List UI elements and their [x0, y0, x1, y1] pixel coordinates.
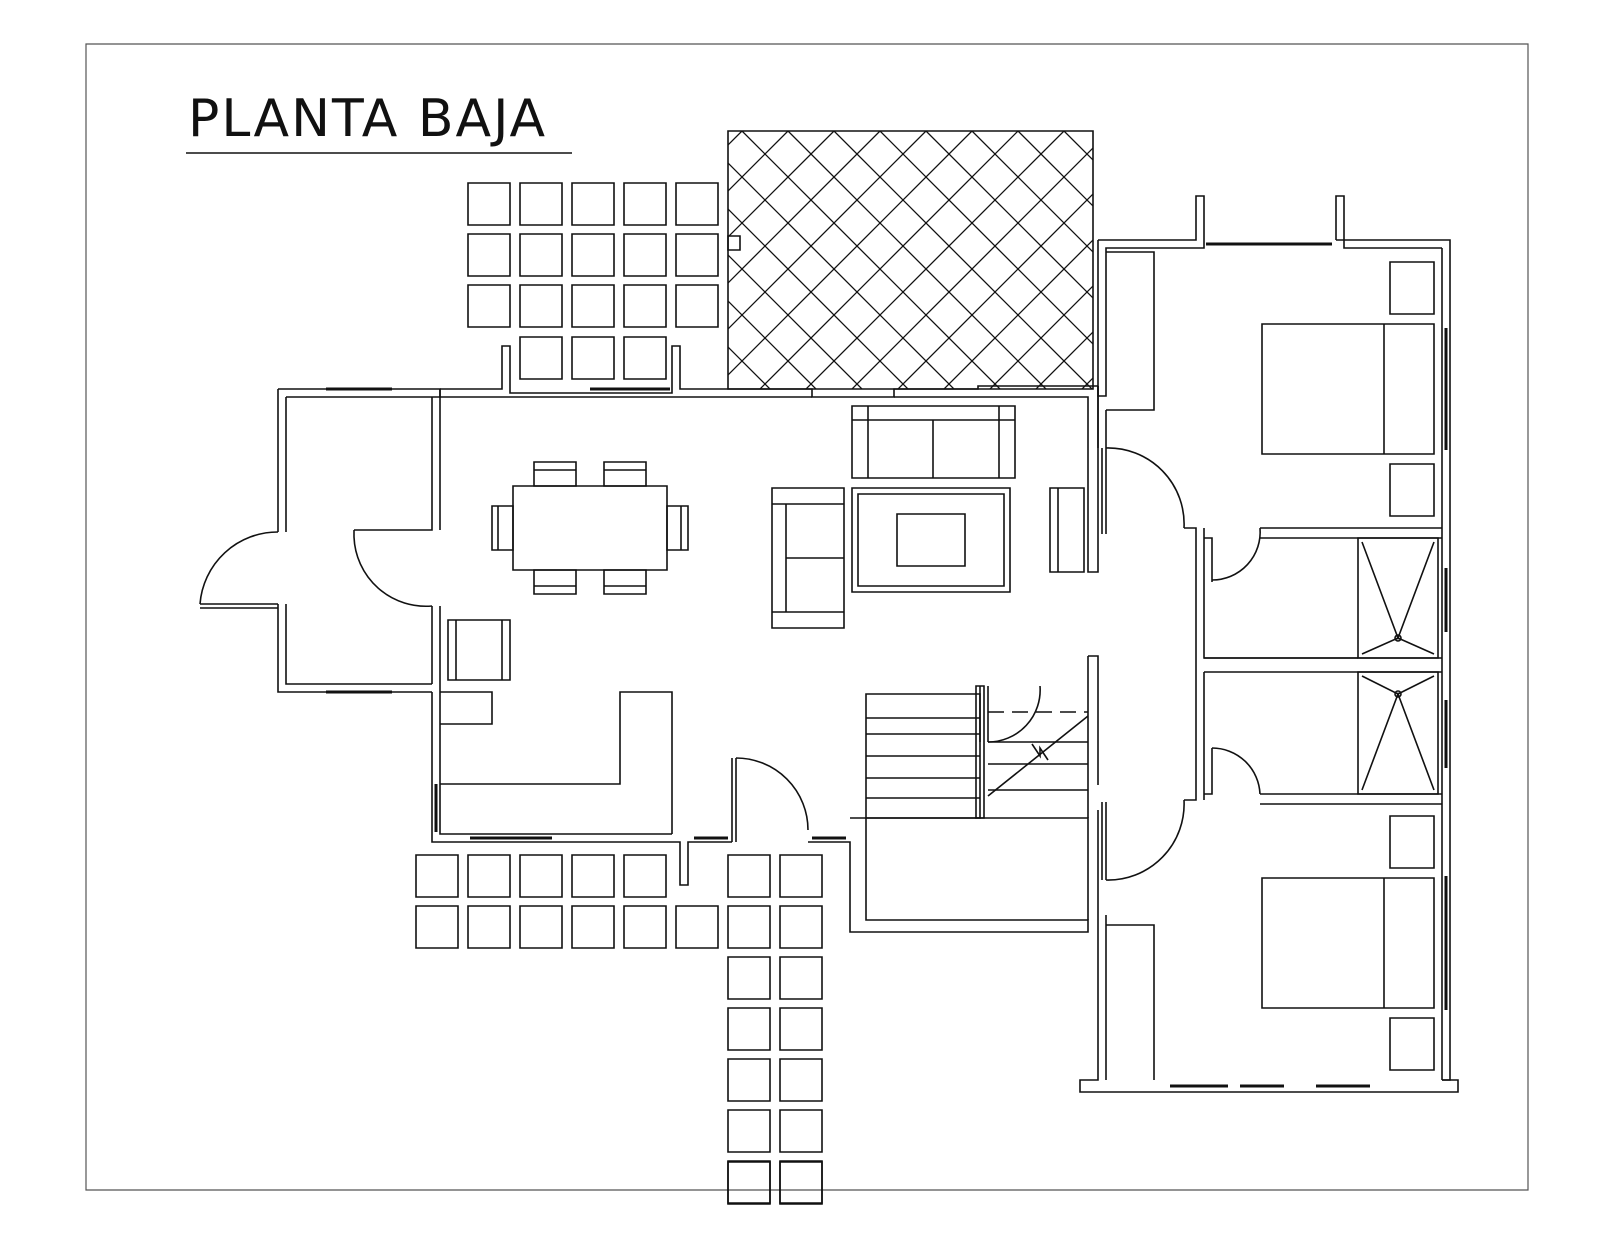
paver-tile	[728, 1008, 770, 1050]
kitchen-counter	[440, 692, 672, 834]
paver-tile	[624, 285, 666, 327]
paver-tile	[676, 234, 718, 276]
paver-tile	[624, 337, 666, 379]
dining-set	[492, 462, 688, 594]
paver-tile	[780, 1110, 822, 1152]
paver-tile	[468, 234, 510, 276]
paver-tile	[520, 906, 562, 948]
paver-tile	[780, 906, 822, 948]
paver-tile	[728, 957, 770, 999]
paver-tile	[676, 906, 718, 948]
exterior-paver-tiles	[416, 183, 822, 1204]
paver-tile	[780, 957, 822, 999]
paver-tile	[780, 1059, 822, 1101]
staircase	[866, 686, 1088, 818]
paver-tile	[624, 855, 666, 897]
drawing-frame	[86, 44, 1528, 1190]
walls	[278, 196, 1458, 1092]
paver-tile	[520, 234, 562, 276]
paver-tile	[416, 855, 458, 897]
paver-tile	[728, 1162, 770, 1204]
doors	[200, 448, 1260, 880]
paver-tile	[728, 1059, 770, 1101]
paver-tile	[468, 183, 510, 225]
paver-tile	[520, 183, 562, 225]
paver-tile	[728, 855, 770, 897]
paver-tile	[780, 1161, 822, 1203]
paver-tile	[676, 285, 718, 327]
paver-tile	[520, 337, 562, 379]
paver-tile	[572, 183, 614, 225]
bathrooms	[1358, 538, 1438, 794]
paver-tile	[624, 906, 666, 948]
paver-tile	[728, 1110, 770, 1152]
paver-tile	[728, 906, 770, 948]
paver-tile	[572, 337, 614, 379]
patio-crosshatch	[28, 131, 1600, 431]
paver-tile	[780, 855, 822, 897]
paver-tile	[572, 285, 614, 327]
paver-tile	[468, 855, 510, 897]
paver-tile	[520, 855, 562, 897]
paver-tile	[572, 234, 614, 276]
paver-tile	[468, 285, 510, 327]
paver-tile	[780, 1162, 822, 1204]
living-furniture	[448, 406, 1084, 680]
paver-tile	[624, 234, 666, 276]
paver-tile	[416, 906, 458, 948]
paver-tile	[572, 855, 614, 897]
paver-tile	[468, 906, 510, 948]
paver-tile	[572, 906, 614, 948]
bedroom-1-furniture	[1262, 262, 1434, 516]
plan-title: PLANTA BAJA	[188, 89, 547, 149]
paver-tile	[780, 1008, 822, 1050]
paver-tile	[676, 183, 718, 225]
bedroom-2-furniture	[1262, 816, 1434, 1070]
paver-tile	[624, 183, 666, 225]
paver-tile	[728, 1161, 770, 1203]
paver-tile	[520, 285, 562, 327]
